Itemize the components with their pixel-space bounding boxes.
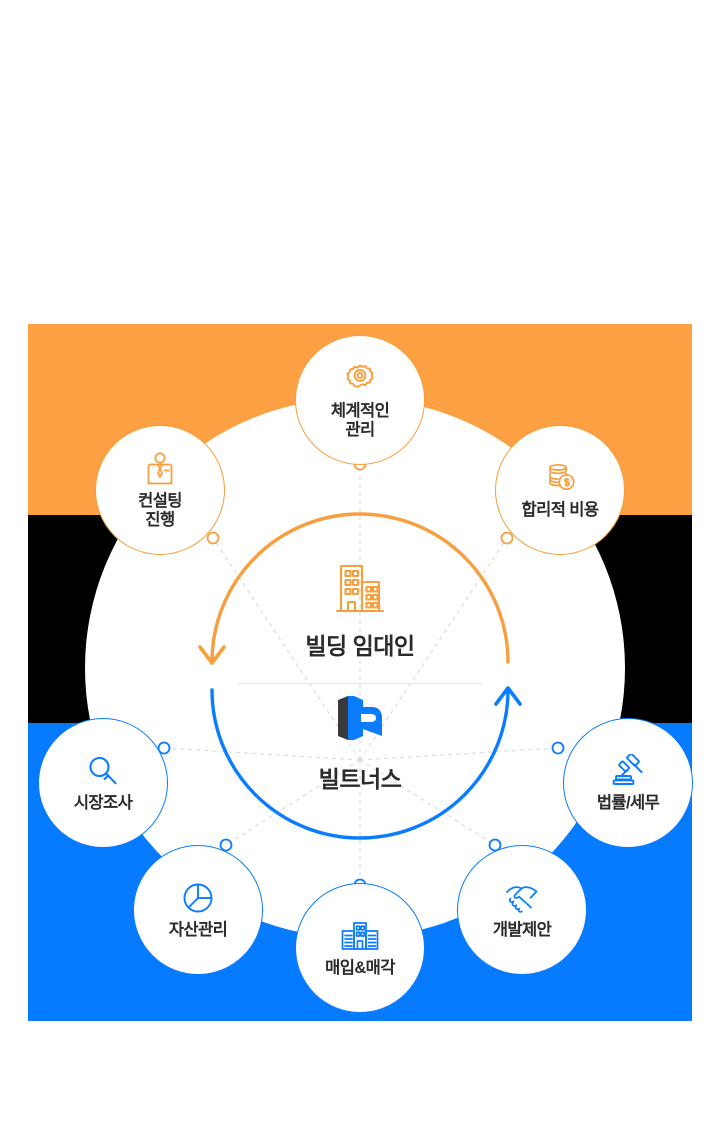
bubble-label: 컨설팅 진행 [138,491,182,529]
bubble-label: 합리적 비용 [521,501,599,520]
center-top-group: 빌딩 임대인 [210,545,510,684]
center-bottom-group: 빌트너스 [210,684,510,794]
handshake-icon [504,879,540,917]
bubble-market-research[interactable]: 시장조사 [38,718,168,848]
bubble-reasonable-cost[interactable]: 합리적 비용 [495,425,625,555]
center-bottom-label: 빌트너스 [318,766,402,792]
bubble-asset-management[interactable]: 자산관리 [133,845,263,975]
bubble-label: 체계적인 관리 [330,401,390,439]
bubble-development-proposal[interactable]: 개발제안 [457,845,587,975]
coins-dollar-icon [543,459,577,497]
bubble-purchase-and-sale[interactable]: 매입&매각 [295,883,425,1013]
bubble-consulting-progress[interactable]: 컨설팅 진행 [95,425,225,555]
bubble-legal-tax[interactable]: 법률/세무 [563,718,693,848]
building-outline-icon [210,545,510,619]
bubble-label: 매입&매각 [325,959,395,978]
bubble-label: 개발제안 [492,921,552,940]
magnifier-icon [86,752,120,790]
center-divider [238,683,482,684]
bubble-label: 법률/세무 [596,794,660,813]
center-top-label: 빌딩 임대인 [305,633,415,659]
pie-chart-icon [181,879,215,917]
bubble-label: 자산관리 [168,921,228,940]
person-suit-tie-icon [144,450,176,488]
bubble-label: 시장조사 [73,794,133,813]
buildings-icon [340,917,380,955]
bubble-systematic-management[interactable]: 체계적인 관리 [295,335,425,465]
builtners-logo [210,684,510,752]
gavel-icon [611,752,645,790]
gear-icon [343,360,377,398]
